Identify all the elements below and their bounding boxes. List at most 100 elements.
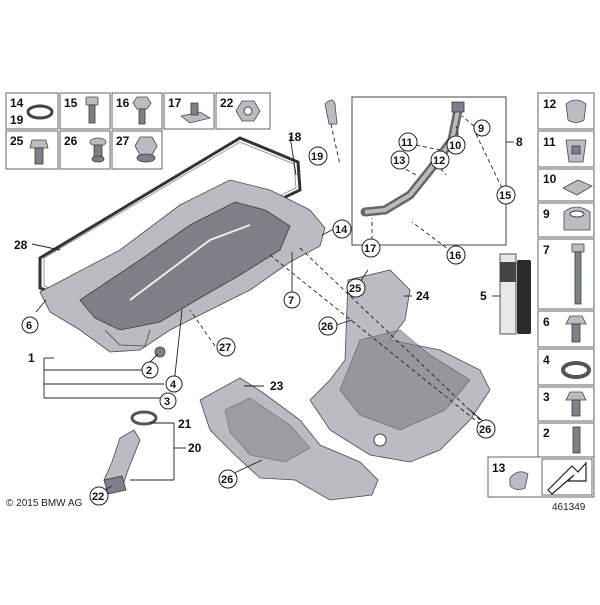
callout-28: 28 <box>14 238 28 252</box>
callout-22: 22 <box>92 491 104 503</box>
callout-6: 6 <box>26 320 32 332</box>
grid-cell-25[interactable] <box>5 130 59 170</box>
parts-grid-left: 14 19 15 16 17 22 25 26 27 <box>5 92 271 170</box>
diagram-number: 461349 <box>552 502 586 513</box>
col-cell-3[interactable] <box>537 386 595 422</box>
o-ring-icon <box>26 104 54 120</box>
callout-26a: 26 <box>321 321 333 333</box>
grid-label-19: 19 <box>10 113 24 127</box>
oil-level-sensor <box>103 410 158 495</box>
callout-4: 4 <box>170 379 177 391</box>
col-label-6: 6 <box>543 315 550 329</box>
drain-plug-icon-6 <box>565 315 587 343</box>
grid-label-26: 26 <box>64 134 78 148</box>
col-label-4: 4 <box>543 353 550 367</box>
dipstick-assembly <box>324 96 507 246</box>
parts-column-right: 12 11 10 9 7 6 4 3 2 <box>537 92 595 458</box>
callout-19: 19 <box>311 151 323 163</box>
grid-cell-17[interactable] <box>163 92 215 130</box>
callout-circle-11[interactable] <box>398 132 418 152</box>
collar-nut-icon-27 <box>134 136 158 163</box>
clip-icon-13 <box>509 471 529 490</box>
grid-label-17: 17 <box>168 96 182 110</box>
callout-23: 23 <box>270 379 284 393</box>
heat-shield-24 <box>309 269 491 463</box>
callout-circle-22[interactable] <box>89 486 109 506</box>
long-bolt-icon-7 <box>571 243 585 305</box>
bottom-right-box: 13 <box>487 456 595 498</box>
grid-label-22: 22 <box>220 96 234 110</box>
col-label-7: 7 <box>543 243 550 257</box>
callout-2: 2 <box>146 365 152 377</box>
sensor-o-ring <box>130 410 158 426</box>
callout-18: 18 <box>288 130 302 144</box>
callout-7: 7 <box>288 295 294 307</box>
callout-20: 20 <box>188 441 202 455</box>
callout-1: 1 <box>28 351 35 365</box>
callout-circle-6[interactable] <box>21 316 39 334</box>
gasket-inner-edge <box>43 141 297 297</box>
callout-circle-17[interactable] <box>361 238 381 258</box>
heat-shield-23 <box>199 377 379 501</box>
expansion-rivet-icon-26 <box>89 137 107 163</box>
col-cell-6[interactable] <box>537 310 595 348</box>
callouts: 28 6 1 2 4 3 27 7 14 18 19 8 9 10 11 12 … <box>14 119 523 506</box>
callout-14: 14 <box>335 224 348 236</box>
grid-label-15: 15 <box>64 96 78 110</box>
grid-label-14: 14 <box>10 96 24 110</box>
callout-circle-26c[interactable] <box>218 469 238 489</box>
callout-3: 3 <box>164 396 170 408</box>
col-label-9: 9 <box>543 207 550 221</box>
callout-circle-15[interactable] <box>496 185 516 205</box>
col-label-3: 3 <box>543 390 550 404</box>
clip-nut-icon-17 <box>180 102 212 124</box>
sealant-tube: 5 <box>480 253 531 335</box>
arrow-icon <box>541 458 593 496</box>
callout-24: 24 <box>416 289 430 303</box>
col-cell-2[interactable] <box>537 422 595 458</box>
callout-10: 10 <box>449 140 461 152</box>
callout-27: 27 <box>219 342 231 354</box>
callout-8: 8 <box>516 135 523 149</box>
col-cell-7[interactable] <box>537 238 595 310</box>
oil-pan <box>39 179 326 358</box>
callout-circle-26b[interactable] <box>476 419 496 439</box>
clamp-icon-12 <box>565 99 587 123</box>
callout-circle-7[interactable] <box>283 291 301 309</box>
callout-circle-14[interactable] <box>332 219 352 239</box>
dipstick-cap <box>324 99 338 125</box>
callout-circle-19[interactable] <box>308 146 328 166</box>
callout-12: 12 <box>433 155 445 167</box>
callout-circle-10[interactable] <box>446 135 466 155</box>
dipstick-frame <box>351 96 507 246</box>
callout-circle-27[interactable] <box>216 337 236 357</box>
col-label-2: 2 <box>543 426 550 440</box>
copyright-text: © 2015 BMW AG <box>6 498 83 509</box>
callout-circle-4[interactable] <box>165 375 183 393</box>
callout-circle-13[interactable] <box>390 150 410 170</box>
callout-circle-25[interactable] <box>346 278 366 298</box>
col-cell-11[interactable] <box>537 130 595 168</box>
clip-icon-10 <box>562 179 593 196</box>
sealing-ring-icon-4 <box>561 361 591 379</box>
col-label-12: 12 <box>543 97 557 111</box>
grid-label-27: 27 <box>116 134 130 148</box>
grid-cell-15[interactable] <box>59 92 111 130</box>
grid-label-16: 16 <box>116 96 130 110</box>
grid-cell-14[interactable] <box>5 92 59 130</box>
callout-circle-3[interactable] <box>159 392 177 410</box>
callout-26c: 26 <box>221 474 233 486</box>
callout-circle-2[interactable] <box>141 361 159 379</box>
callout-circle-9[interactable] <box>473 119 491 137</box>
callout-17: 17 <box>364 243 376 255</box>
col-label-11: 11 <box>543 135 556 149</box>
stud-icon-2 <box>572 426 581 454</box>
clip-icon-11 <box>565 139 587 163</box>
callout-circle-26a[interactable] <box>318 316 338 336</box>
label-5: 5 <box>480 289 487 303</box>
callout-circle-12[interactable] <box>430 150 450 170</box>
callout-circle-16[interactable] <box>446 245 466 265</box>
callout-9: 9 <box>478 123 484 135</box>
